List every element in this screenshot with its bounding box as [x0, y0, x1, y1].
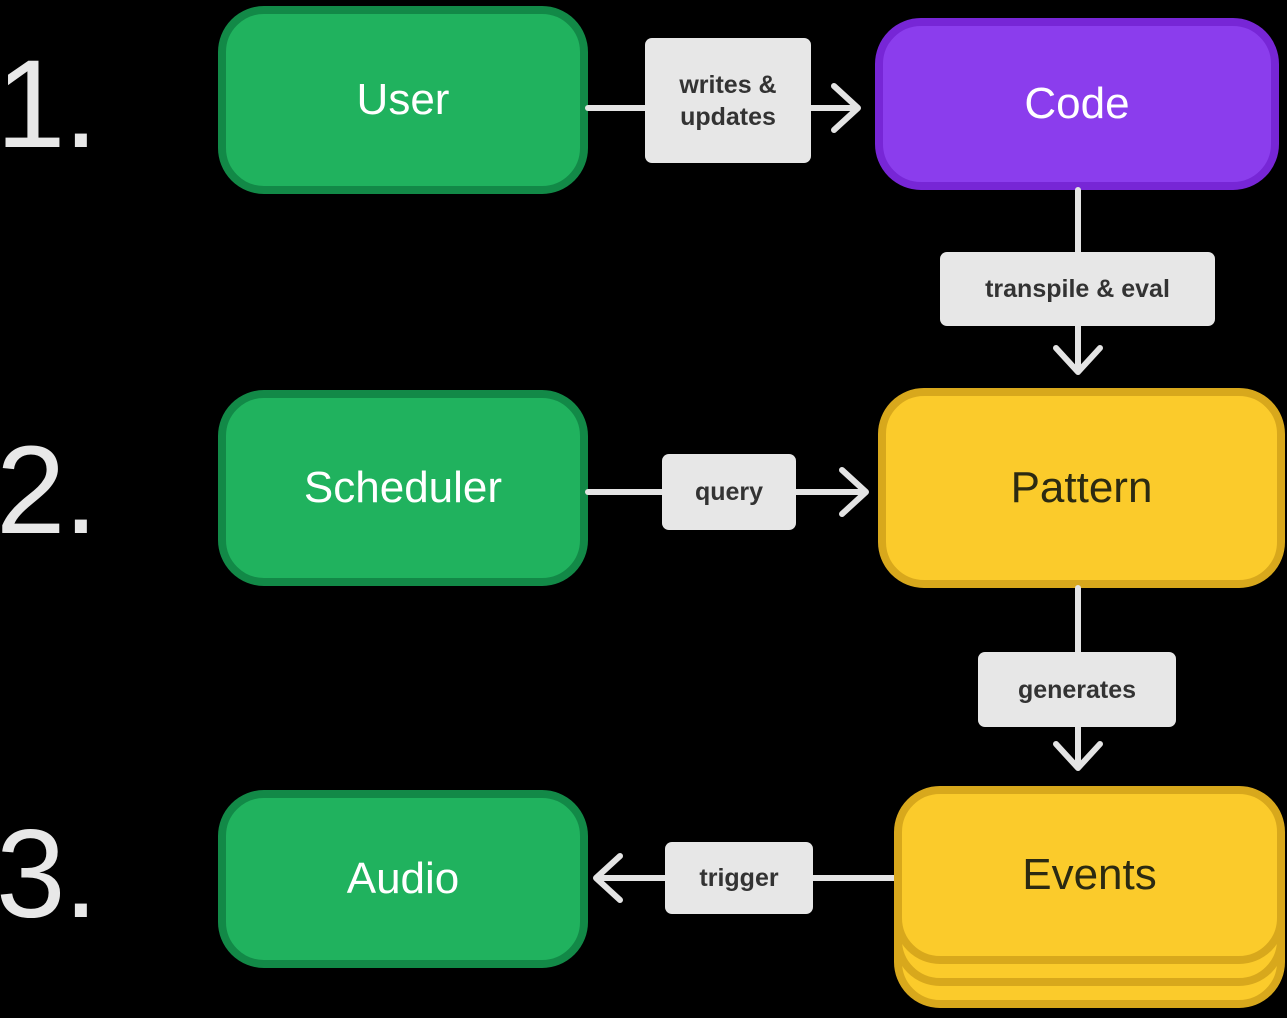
node-user[interactable]: User: [218, 6, 588, 194]
edge-label-query: query: [662, 454, 796, 530]
edge-label-writes-updates: writes & updates: [645, 38, 811, 163]
step-number-1: 1.: [0, 35, 98, 174]
node-audio[interactable]: Audio: [218, 790, 588, 968]
node-events-layer-front: [894, 786, 1285, 964]
edge-label-transpile-eval: transpile & eval: [940, 252, 1215, 326]
node-scheduler[interactable]: Scheduler: [218, 390, 588, 586]
step-number-3: 3.: [0, 805, 98, 944]
step-number-2: 2.: [0, 421, 98, 560]
edge-label-generates: generates: [978, 652, 1176, 727]
node-code[interactable]: Code: [875, 18, 1279, 190]
edge-label-trigger: trigger: [665, 842, 813, 914]
node-events-label: Events: [1022, 850, 1157, 899]
node-events[interactable]: Events: [894, 786, 1285, 1018]
node-pattern[interactable]: Pattern: [878, 388, 1285, 588]
